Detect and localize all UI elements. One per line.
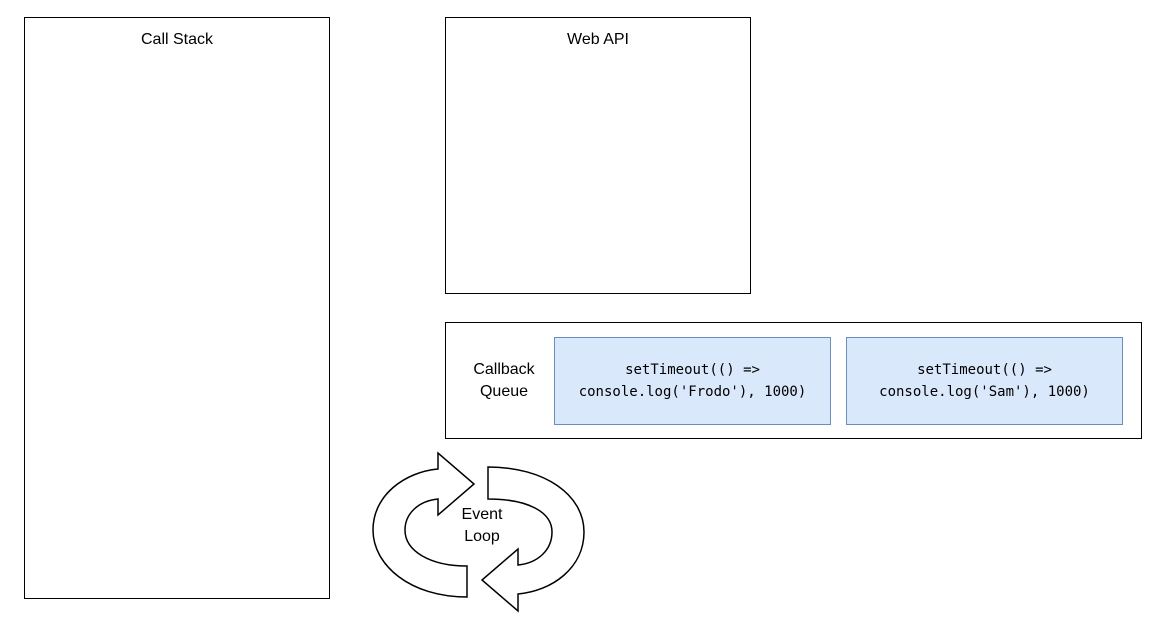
queue-item-frodo-line1: setTimeout(() => — [625, 362, 760, 378]
callback-queue-label-line2: Queue — [479, 383, 529, 400]
queue-item-sam-line1: setTimeout(() => — [917, 362, 1052, 378]
queue-item-frodo: setTimeout(() => console.log('Frodo'), 1… — [554, 337, 831, 425]
circular-arrows-icon — [372, 451, 585, 613]
event-loop-label: Event Loop — [446, 504, 518, 548]
web-api-title: Web API — [567, 31, 629, 48]
event-loop-arrow-upper — [372, 451, 476, 598]
call-stack-box: Call Stack — [24, 17, 330, 599]
queue-item-sam: setTimeout(() => console.log('Sam'), 100… — [846, 337, 1123, 425]
callback-queue-label-line1: Callback — [473, 361, 535, 378]
web-api-box: Web API — [445, 17, 751, 294]
queue-item-sam-line2: console.log('Sam'), 1000) — [879, 384, 1090, 400]
callback-queue-label: Callback Queue — [458, 359, 550, 403]
queue-item-frodo-line2: console.log('Frodo'), 1000) — [578, 384, 807, 400]
call-stack-title: Call Stack — [140, 31, 214, 48]
callback-queue-box: Callback Queue setTimeout(() => console.… — [445, 322, 1142, 439]
event-loop-label-line1: Event — [461, 506, 503, 523]
event-loop-arrow-lower — [480, 466, 585, 613]
event-loop-label-line2: Loop — [464, 528, 500, 545]
